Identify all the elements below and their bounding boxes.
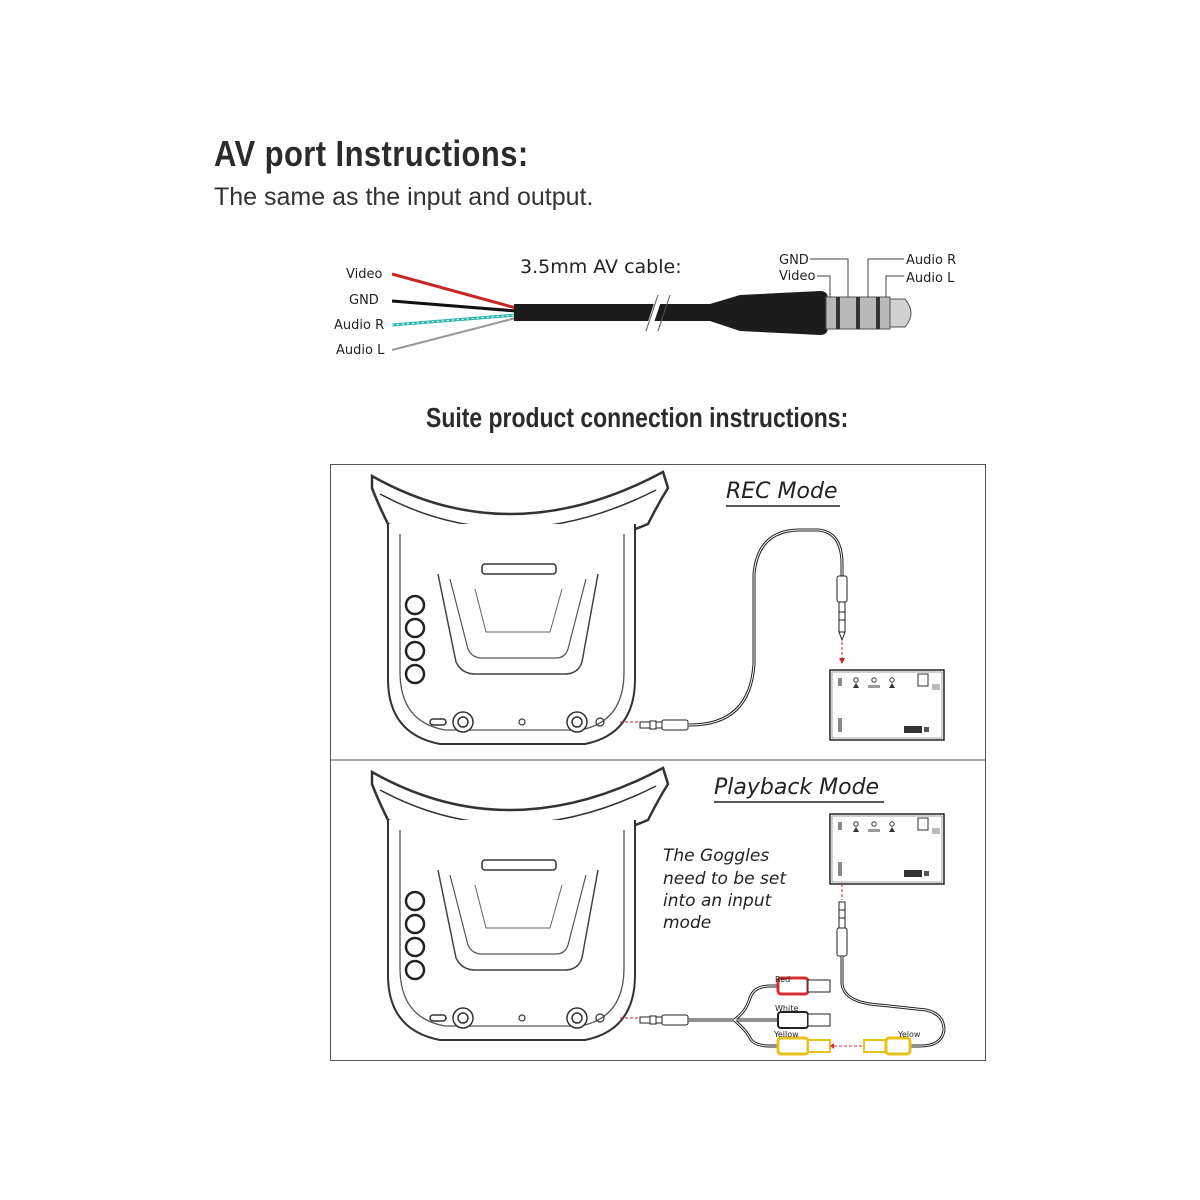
gnd-wire <box>391 299 517 313</box>
rec-panel: REC Mode <box>370 470 945 746</box>
rca-label-yellow: Yellow <box>773 1030 799 1039</box>
plug-housing <box>710 291 828 335</box>
cable-body <box>514 304 714 321</box>
wire-label-video: Video <box>346 267 382 282</box>
playback-receiver-module <box>829 813 945 885</box>
page-title: AV port Instructions: <box>214 133 529 174</box>
section-title: Suite product connection instructions: <box>426 402 849 433</box>
rec-goggle-illustration <box>370 470 670 746</box>
playback-note-line-4: mode <box>663 913 711 933</box>
rec-receiver-module <box>829 669 945 741</box>
wire-label-gnd: GND <box>349 293 379 308</box>
rca-label-white: White <box>775 1004 798 1013</box>
jack-tip <box>889 298 912 328</box>
plug-label-audio-r: Audio R <box>906 253 956 268</box>
cable-title: 3.5mm AV cable: <box>520 256 682 278</box>
rca-yellow-plug-2 <box>863 1039 887 1053</box>
rec-mode-title: REC Mode <box>726 479 837 504</box>
plug-label-audio-l: Audio L <box>906 271 955 286</box>
rca-label-yellow-2: Yelow <box>897 1030 921 1039</box>
playback-mode-title: Playback Mode <box>714 775 879 800</box>
rca-yellow-plug <box>776 1036 810 1056</box>
wire-label-audio-r: Audio R <box>334 318 384 333</box>
playback-note-line-3: into an input <box>663 891 773 911</box>
av-cable-diagram: 3.5mm AV cable: Video GND Audio R Audio … <box>334 253 956 358</box>
audio-l-wire <box>391 317 517 351</box>
playback-note-line-1: The Goggles <box>663 846 769 866</box>
video-wire <box>391 272 517 310</box>
playback-panel: Playback Mode The Goggles need to be set… <box>370 766 946 1056</box>
connection-diagram: REC Mode Playback Mode The Goggles need … <box>330 464 986 1061</box>
wire-label-audio-l: Audio L <box>336 343 385 358</box>
rca-white-plug <box>777 1011 809 1029</box>
plug-label-gnd: GND <box>779 253 809 268</box>
playback-goggle-illustration <box>370 766 670 1042</box>
page-subtitle: The same as the input and output. <box>214 183 594 211</box>
plug-label-video: Video <box>779 269 815 284</box>
rca-label-red: Red <box>775 975 790 984</box>
playback-note-line-2: need to be set <box>663 869 787 889</box>
